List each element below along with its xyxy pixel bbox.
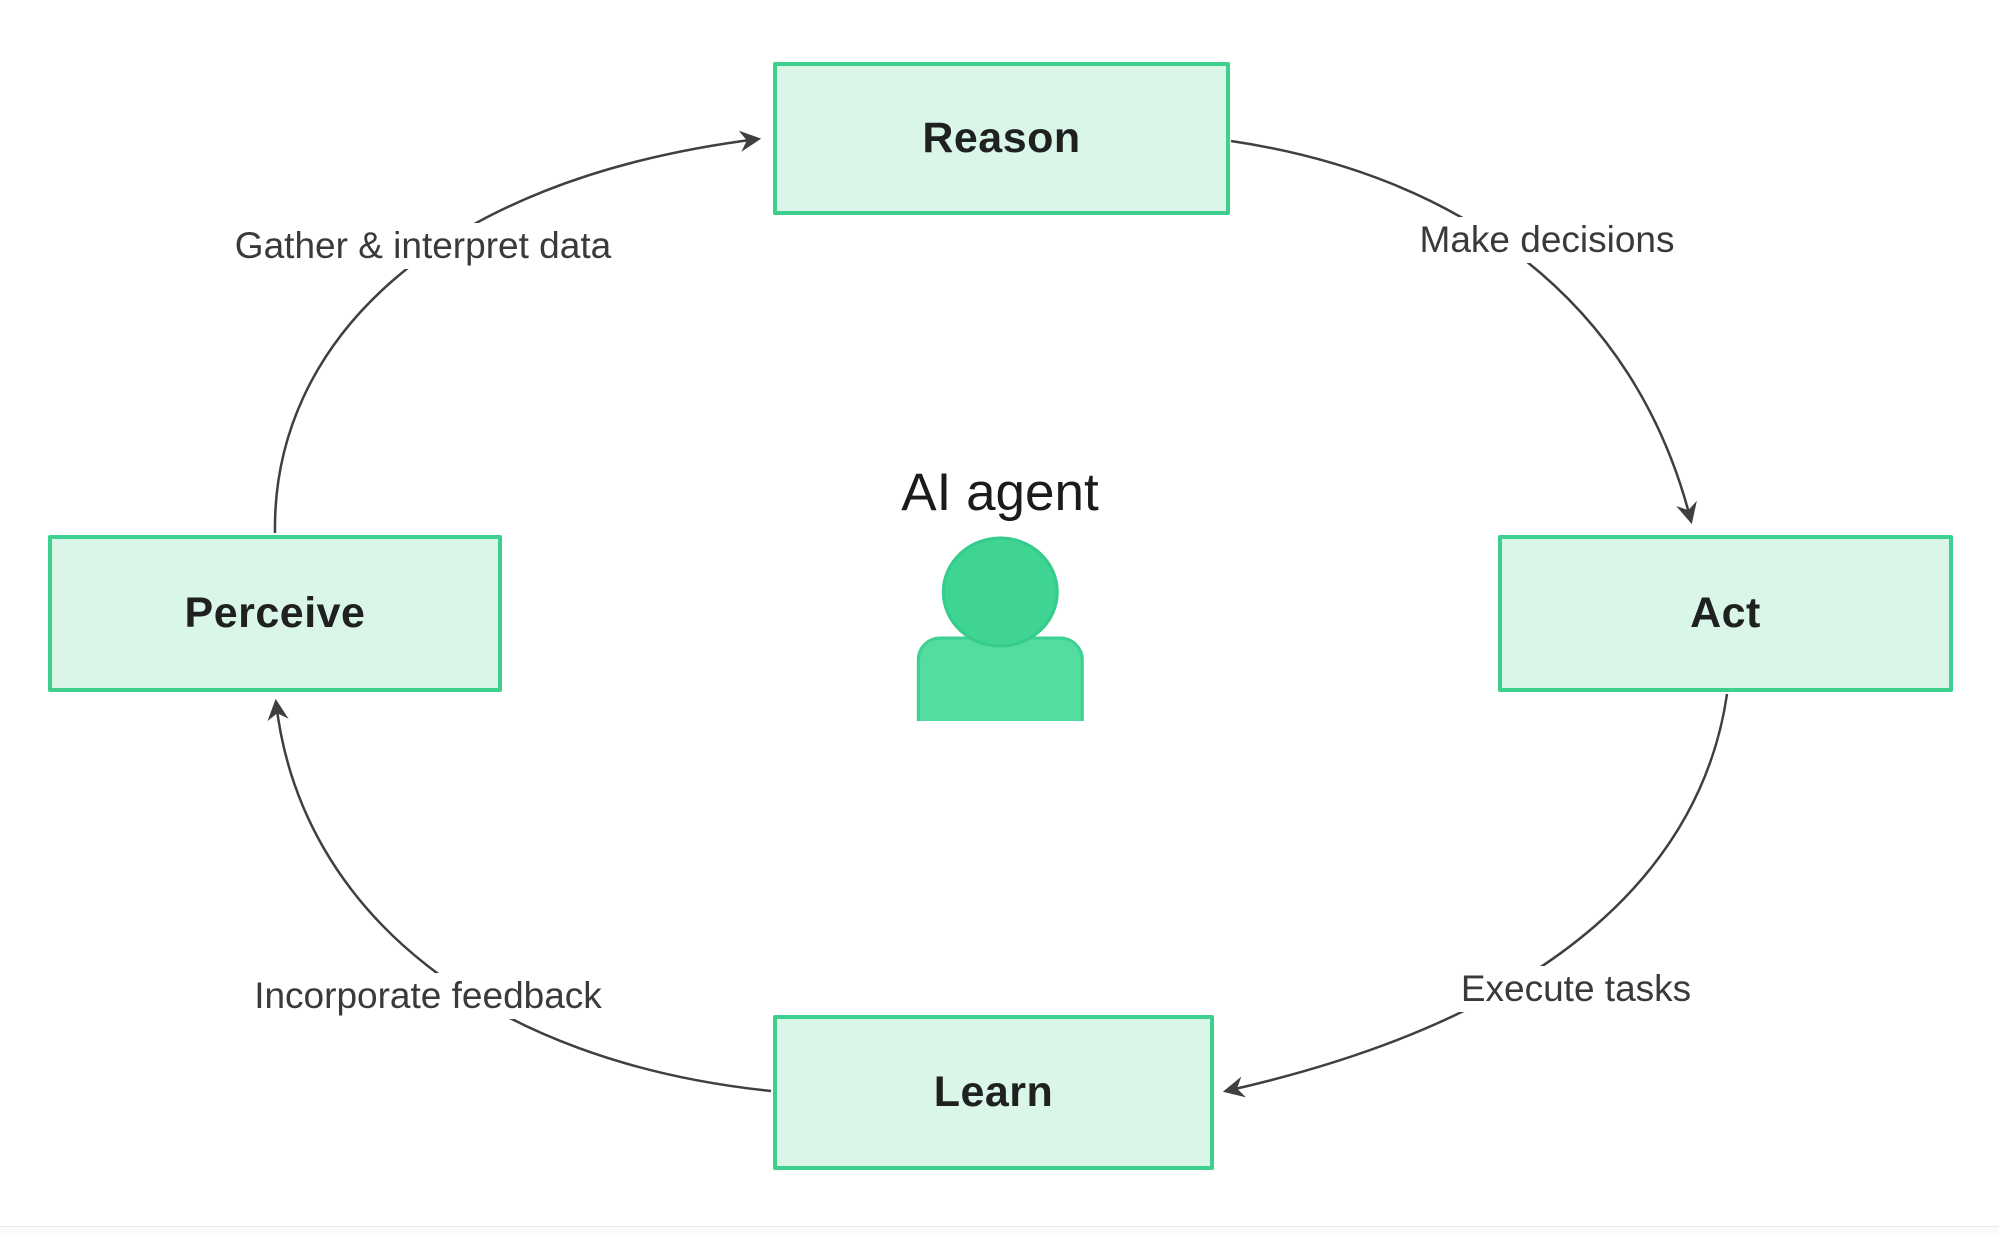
edge-learn-to-perceive [267, 698, 772, 1093]
node-reason: Reason [773, 62, 1230, 215]
edge-perceive-to-reason [273, 130, 762, 534]
node-perceive: Perceive [48, 535, 502, 692]
ai-agent-center: AI agent [901, 462, 1099, 721]
edge-label-execute-tasks: Execute tasks [1448, 966, 1704, 1012]
node-act: Act [1498, 535, 1953, 692]
edge-label-incorporate-feedback: Incorporate feedback [242, 973, 614, 1019]
node-learn: Learn [773, 1015, 1214, 1170]
edge-act-to-learn [1222, 693, 1729, 1098]
node-perceive-label: Perceive [184, 589, 366, 637]
node-reason-label: Reason [922, 114, 1081, 162]
person-icon [916, 536, 1084, 721]
node-learn-label: Learn [933, 1068, 1054, 1116]
node-act-label: Act [1690, 589, 1761, 637]
edge-reason-to-act [1230, 139, 1697, 525]
bottom-divider [0, 1226, 1999, 1233]
ai-agent-label: AI agent [901, 463, 1099, 522]
edge-label-gather-interpret-data: Gather & interpret data [222, 223, 624, 269]
edge-label-make-decisions: Make decisions [1407, 217, 1687, 263]
